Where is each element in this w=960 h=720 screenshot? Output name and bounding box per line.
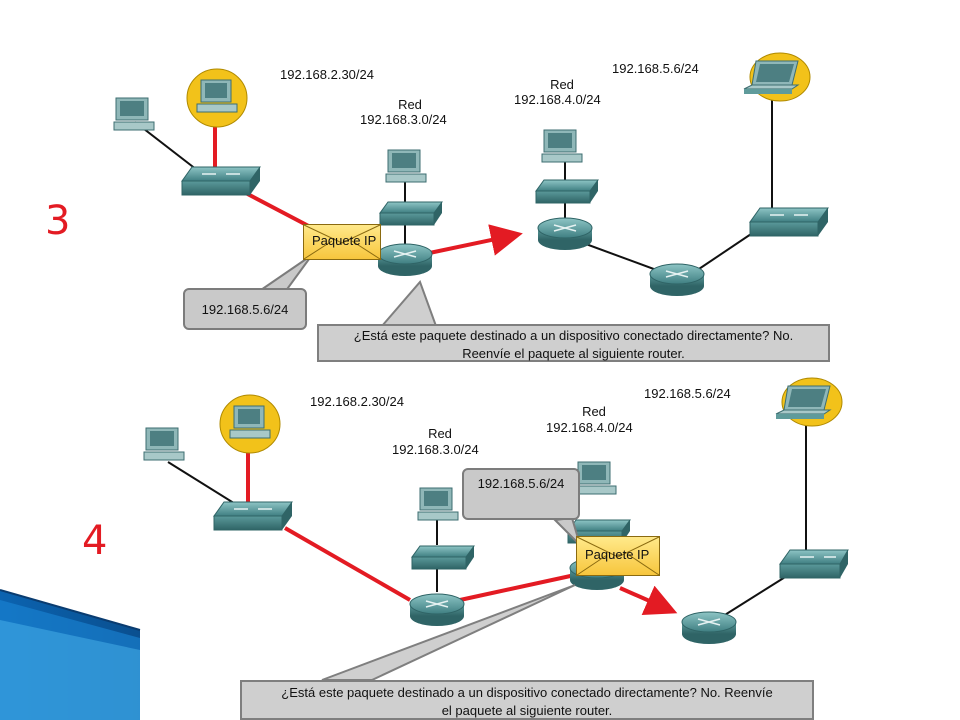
callout-pointer — [254, 254, 438, 327]
pc-icon — [113, 97, 155, 131]
pc-icon — [143, 427, 185, 461]
network-ip-label: 192.168.4.0/24 — [514, 92, 601, 107]
envelope-flap — [303, 224, 381, 260]
network-ip-label: 192.168.3.0/24 — [360, 112, 447, 127]
router-icon — [409, 593, 465, 626]
destination-ip-callout: 192.168.5.6/24 — [183, 288, 307, 330]
step-number: 3 — [45, 198, 71, 244]
network-title-label: Red — [428, 426, 452, 441]
ip-packet-envelope: Paquete IP — [576, 536, 660, 576]
callout-pointer — [321, 516, 581, 681]
source-pc-icon — [186, 68, 248, 128]
step-number: 4 — [82, 518, 108, 564]
pc-icon — [541, 129, 583, 163]
router-icon — [377, 243, 433, 276]
packet-label: Paquete IP — [585, 547, 650, 562]
question-line: ¿Está este paquete destinado a un dispos… — [281, 685, 773, 700]
router-icon — [649, 263, 705, 296]
switch-icon — [411, 545, 475, 570]
question-line: Reenvíe el paquete al siguiente router. — [462, 346, 685, 361]
diagram-panel-4: 4 — [0, 360, 960, 720]
switch-icon — [749, 207, 829, 237]
destination-laptop-icon — [743, 52, 811, 102]
network-title-label: Red — [398, 97, 422, 112]
pc-icon — [417, 487, 459, 521]
question-line: el paquete al siguiente router. — [441, 703, 613, 718]
router-icon — [681, 611, 737, 644]
switch-icon — [181, 166, 261, 196]
diagram-panel-3: 3 — [45, 52, 830, 362]
destination-ip-label: 192.168.5.6/24 — [612, 61, 699, 76]
routing-question-box: ¿Está este paquete destinado a un dispos… — [317, 324, 830, 362]
network-ip-label: 192.168.3.0/24 — [392, 442, 479, 457]
destination-ip-callout: 192.168.5.6/24 — [462, 468, 580, 520]
host-ip-label: 192.168.2.30/24 — [280, 67, 374, 82]
decorative-corner-graphic — [0, 589, 141, 720]
network-ip-label: 192.168.4.0/24 — [546, 420, 633, 435]
envelope-flap — [576, 536, 660, 576]
switch-icon — [379, 201, 443, 226]
question-line: ¿Está este paquete destinado a un dispos… — [353, 328, 794, 343]
network-title-label: Red — [582, 404, 606, 419]
switch-icon — [535, 179, 599, 204]
pc-icon — [385, 149, 427, 183]
destination-ip-label: 192.168.5.6/24 — [644, 386, 731, 401]
destination-laptop-icon — [775, 377, 843, 427]
host-ip-label: 192.168.2.30/24 — [310, 394, 404, 409]
routing-question-box: ¿Está este paquete destinado a un dispos… — [240, 680, 814, 720]
network-title-label: Red — [550, 77, 574, 92]
switch-icon — [779, 549, 849, 579]
switch-icon — [213, 501, 293, 531]
router-icon — [537, 217, 593, 250]
ip-packet-envelope: Paquete IP — [303, 224, 381, 260]
source-pc-icon — [219, 394, 281, 454]
packet-label: Paquete IP — [312, 233, 377, 248]
